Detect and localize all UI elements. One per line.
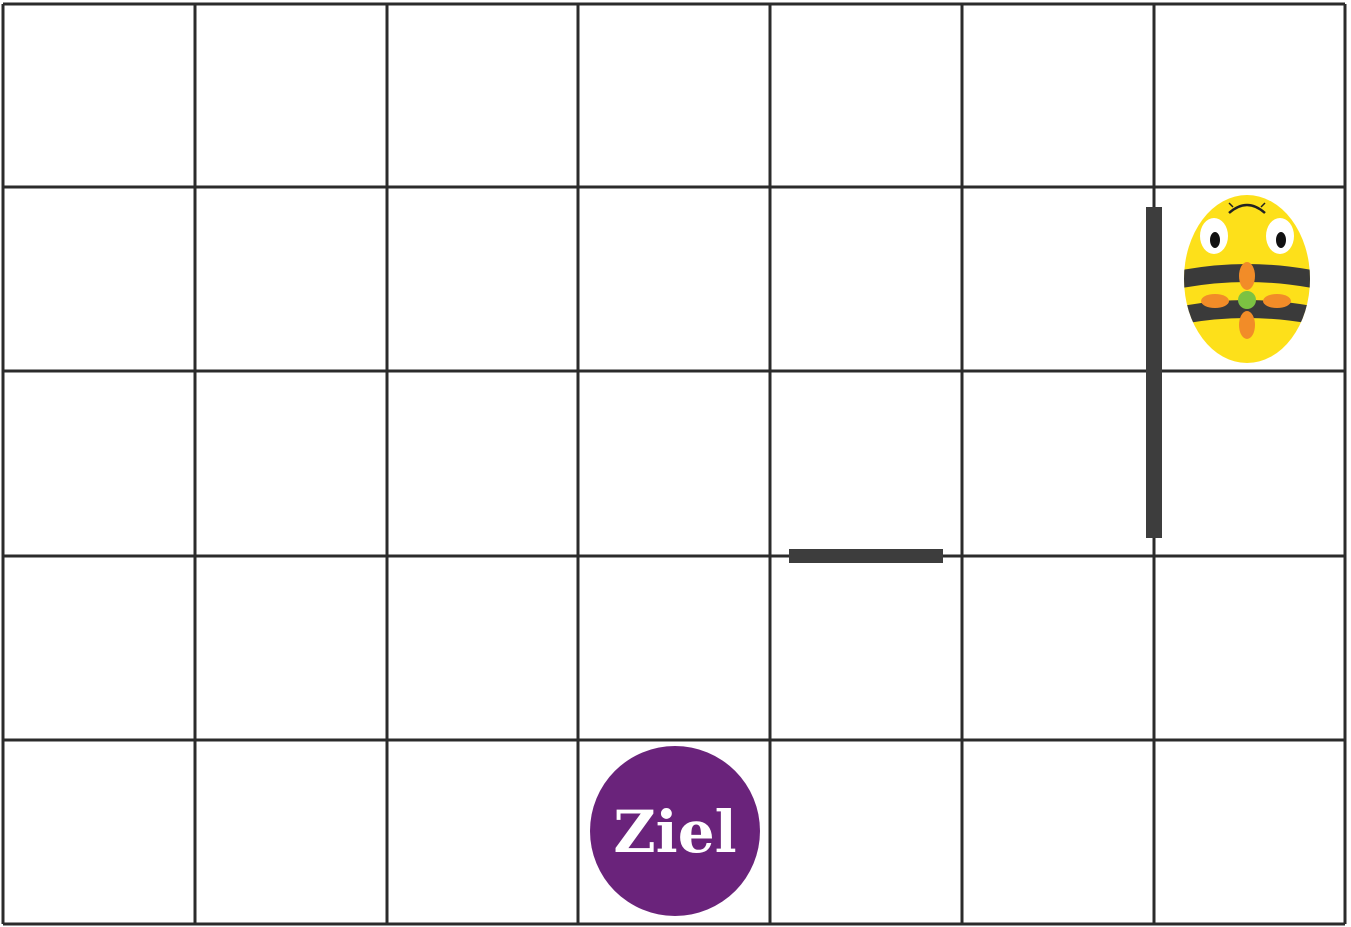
bee-backward-button [1239,311,1255,339]
bee-forward-button [1239,262,1255,290]
bee-right-pupil [1276,232,1286,248]
bee-go-button [1238,291,1256,309]
goal-label: Ziel [613,798,736,866]
wall-horizontal [789,549,943,563]
bee-right-button [1263,294,1291,308]
bee-left-pupil [1210,232,1220,248]
goal-marker: Ziel [590,746,760,916]
bee-left-button [1201,294,1229,308]
wall-vertical [1146,207,1162,538]
